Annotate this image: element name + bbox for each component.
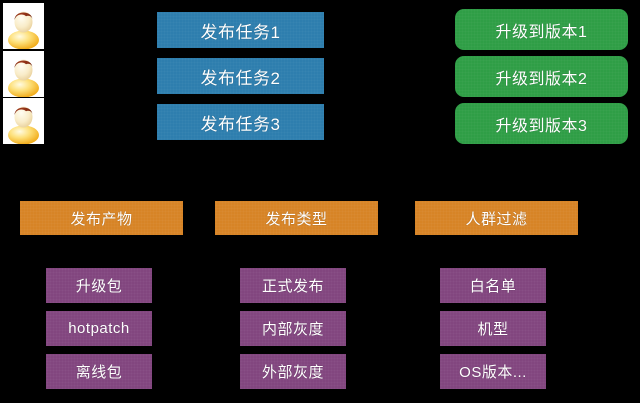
avatar — [3, 98, 44, 144]
option-label: 升级包 — [75, 278, 123, 295]
user-avatar-icon — [3, 51, 44, 97]
option-label: 正式发布 — [261, 278, 324, 295]
release-task-label: 发布任务1 — [200, 22, 281, 42]
release-task-label: 发布任务2 — [200, 68, 281, 88]
option-label: hotpatch — [68, 320, 130, 337]
category-node-audience-filter[interactable]: 人群过滤 — [415, 201, 578, 235]
option-node-os-version[interactable]: OS版本... — [440, 354, 546, 389]
category-label: 发布产物 — [70, 210, 133, 228]
option-node-whitelist[interactable]: 白名单 — [440, 268, 546, 303]
option-node-offline-package[interactable]: 离线包 — [46, 354, 152, 389]
option-node-internal-gray[interactable]: 内部灰度 — [240, 311, 346, 346]
category-label: 人群过滤 — [465, 210, 528, 228]
release-task-label: 发布任务3 — [200, 114, 281, 134]
avatar — [3, 3, 44, 49]
option-node-upgrade-package[interactable]: 升级包 — [46, 268, 152, 303]
option-node-external-gray[interactable]: 外部灰度 — [240, 354, 346, 389]
option-node-device-model[interactable]: 机型 — [440, 311, 546, 346]
option-label: 白名单 — [469, 278, 517, 295]
option-node-hotpatch[interactable]: hotpatch — [46, 311, 152, 346]
release-task-node-3[interactable]: 发布任务3 — [157, 104, 324, 140]
category-node-release-type[interactable]: 发布类型 — [215, 201, 378, 235]
avatar — [3, 51, 44, 97]
option-label: 离线包 — [75, 364, 123, 381]
option-node-official-release[interactable]: 正式发布 — [240, 268, 346, 303]
option-label: 内部灰度 — [261, 321, 324, 338]
release-task-node-2[interactable]: 发布任务2 — [157, 58, 324, 94]
category-label: 发布类型 — [265, 210, 328, 228]
option-label: OS版本... — [459, 364, 527, 381]
upgrade-version-label: 升级到版本1 — [495, 23, 588, 41]
option-label: 外部灰度 — [261, 364, 324, 381]
option-label: 机型 — [477, 321, 509, 338]
user-avatar-icon — [3, 98, 44, 144]
upgrade-version-node-1[interactable]: 升级到版本1 — [455, 9, 628, 50]
upgrade-version-label: 升级到版本2 — [495, 70, 588, 88]
upgrade-version-node-3[interactable]: 升级到版本3 — [455, 103, 628, 144]
category-node-release-artifact[interactable]: 发布产物 — [20, 201, 183, 235]
user-avatar-icon — [3, 3, 44, 49]
release-task-node-1[interactable]: 发布任务1 — [157, 12, 324, 48]
upgrade-version-node-2[interactable]: 升级到版本2 — [455, 56, 628, 97]
upgrade-version-label: 升级到版本3 — [495, 117, 588, 135]
